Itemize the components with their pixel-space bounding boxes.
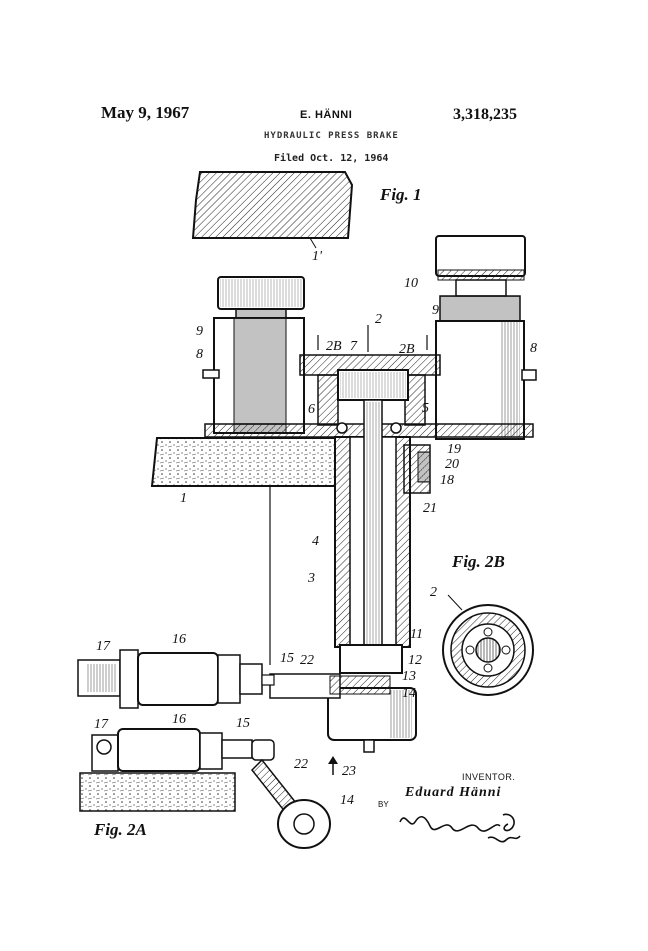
inventor-name: Eduard Hänni bbox=[405, 785, 502, 800]
ref-23: 23 bbox=[342, 764, 356, 779]
attorney-signature bbox=[399, 813, 521, 843]
upper-beam bbox=[191, 171, 354, 249]
ref-17: 17 bbox=[96, 639, 111, 654]
inventor-header: E. HÄNNI bbox=[300, 109, 353, 121]
ref-2b-right: 2B bbox=[399, 342, 415, 357]
ref-3: 3 bbox=[307, 571, 315, 586]
ref-22-2a: 22 bbox=[294, 757, 308, 772]
ref-9-right: 9 bbox=[432, 303, 439, 318]
patent-number: 3,318,235 bbox=[453, 106, 517, 123]
patent-title: HYDRAULIC PRESS BRAKE bbox=[264, 131, 399, 141]
patent-date: May 9, 1967 bbox=[101, 103, 190, 122]
ref-14-2a: 14 bbox=[340, 793, 354, 808]
ref-6: 6 bbox=[308, 402, 315, 417]
ref-2b-left: 2B bbox=[326, 339, 342, 354]
right-cylinder bbox=[435, 235, 537, 440]
actuator-fig2a bbox=[79, 728, 331, 849]
ref-5: 5 bbox=[422, 401, 429, 416]
left-cylinder bbox=[202, 276, 305, 434]
ref-11: 11 bbox=[410, 627, 423, 642]
ref-18: 18 bbox=[440, 473, 454, 488]
ref-9-left: 9 bbox=[196, 324, 203, 339]
ref-17-2a: 17 bbox=[94, 717, 109, 732]
rotary-assembly bbox=[269, 673, 417, 753]
ref-4: 4 bbox=[312, 534, 319, 549]
ref-1prime: 1' bbox=[312, 249, 323, 264]
inventor-label: INVENTOR. bbox=[462, 772, 516, 782]
ref-2: 2 bbox=[375, 312, 382, 327]
ref-8-left: 8 bbox=[196, 347, 203, 362]
ref-1: 1 bbox=[180, 491, 187, 506]
ref-13: 13 bbox=[402, 669, 416, 684]
ref-16: 16 bbox=[172, 632, 186, 647]
ref-15: 15 bbox=[280, 651, 294, 666]
ref-8-right: 8 bbox=[530, 341, 537, 356]
ref-16-2a: 16 bbox=[172, 712, 186, 727]
fig2b-label: Fig. 2B bbox=[451, 552, 505, 571]
arrow-23 bbox=[328, 756, 338, 775]
ref-22: 22 bbox=[300, 653, 314, 668]
ref-2-fig2b: 2 bbox=[430, 585, 437, 600]
central-column bbox=[334, 399, 431, 674]
ref-21: 21 bbox=[423, 501, 437, 516]
fig2a-label: Fig. 2A bbox=[93, 820, 147, 839]
ref-15-2a: 15 bbox=[236, 716, 250, 731]
filing-date: Filed Oct. 12, 1964 bbox=[274, 153, 389, 164]
ref-19: 19 bbox=[447, 442, 461, 457]
lower-table bbox=[150, 437, 336, 665]
actuator-fig1 bbox=[77, 649, 275, 709]
ref-14: 14 bbox=[402, 686, 416, 701]
wheel-fig2b bbox=[442, 594, 534, 696]
reference-numerals: 1' 2 2B 2B 7 9 8 10 9 8 6 5 19 20 18 21 … bbox=[94, 249, 537, 808]
fig1-label: Fig. 1 bbox=[379, 185, 422, 204]
ref-12: 12 bbox=[408, 653, 422, 668]
ref-10: 10 bbox=[404, 276, 418, 291]
guide-plate bbox=[204, 325, 534, 438]
ref-7: 7 bbox=[350, 339, 358, 354]
by-label: BY bbox=[378, 800, 389, 809]
ref-20: 20 bbox=[445, 457, 459, 472]
